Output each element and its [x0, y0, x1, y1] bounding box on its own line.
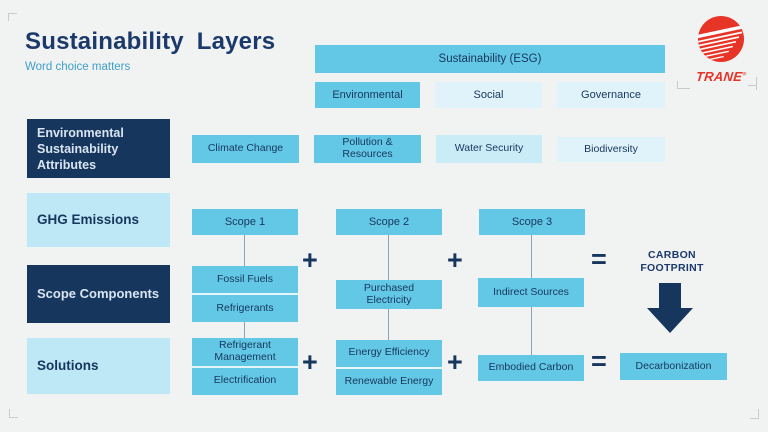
attribute-climate-change: Climate Change — [192, 135, 299, 163]
row-label-scope-components: Scope Components — [27, 265, 170, 323]
crop-mark — [9, 417, 18, 418]
attribute-biodiversity: Biodiversity — [557, 137, 665, 162]
decarbonization-box: Decarbonization — [620, 353, 727, 380]
scope-3-box: Scope 3 — [479, 209, 585, 235]
row-label-attributes: Environmental Sustainability Attributes — [27, 119, 170, 178]
trane-logo: TRANE® — [692, 15, 750, 86]
scope1-solutions-stack: Refrigerant Management Electrification — [192, 338, 298, 395]
brand-text: TRANE® — [695, 69, 747, 84]
equals-operator: = — [591, 346, 607, 376]
component-refrigerants: Refrigerants — [192, 293, 298, 322]
carbon-footprint-label: CARBON FOOTPRINT — [640, 249, 704, 275]
plus-operator: + — [302, 245, 318, 275]
scope-1-box: Scope 1 — [192, 209, 298, 235]
solution-renewable-energy: Renewable Energy — [336, 366, 442, 395]
crop-mark — [9, 409, 10, 418]
scope2-solutions-stack: Energy Efficiency Renewable Energy — [336, 340, 442, 395]
crop-mark — [8, 13, 9, 21]
crop-mark — [758, 409, 759, 419]
registered-mark: ® — [742, 71, 747, 78]
solution-refrigerant-management: Refrigerant Management — [192, 338, 298, 366]
esg-header: Sustainability (ESG) — [315, 45, 665, 73]
component-indirect-sources: Indirect Sources — [478, 278, 584, 307]
solution-electrification: Electrification — [192, 365, 298, 395]
plus-operator: + — [447, 347, 463, 377]
crop-mark — [677, 88, 690, 89]
connector-line — [244, 235, 245, 266]
page-title: Sustainability Layers — [25, 28, 276, 55]
connector-line — [388, 308, 389, 340]
connector-line — [388, 235, 389, 280]
crop-mark — [748, 85, 757, 86]
connector-line — [531, 307, 532, 355]
attribute-water-security: Water Security — [436, 135, 542, 163]
pillar-governance: Governance — [557, 82, 665, 108]
equals-operator: = — [591, 244, 607, 274]
plus-operator: + — [447, 245, 463, 275]
row-label-solutions: Solutions — [27, 338, 170, 394]
down-arrow-icon — [647, 283, 693, 338]
scope1-components-stack: Fossil Fuels Refrigerants — [192, 266, 298, 322]
crop-mark — [756, 77, 757, 90]
trane-logo-mark-icon — [693, 16, 748, 67]
solution-embodied-carbon: Embodied Carbon — [478, 355, 584, 381]
page-subtitle: Word choice matters — [25, 61, 131, 73]
crop-mark — [677, 81, 678, 89]
pillar-social: Social — [435, 82, 542, 108]
component-purchased-electricity: Purchased Electricity — [336, 280, 442, 309]
scope-2-box: Scope 2 — [336, 209, 442, 235]
crop-mark — [750, 418, 759, 419]
plus-operator: + — [302, 347, 318, 377]
connector-line — [531, 235, 532, 278]
crop-mark — [8, 13, 17, 14]
connector-line — [244, 322, 245, 338]
pillar-environmental: Environmental — [315, 82, 420, 108]
row-label-ghg-emissions: GHG Emissions — [27, 193, 170, 247]
component-fossil-fuels: Fossil Fuels — [192, 266, 298, 293]
attribute-pollution-resources: Pollution & Resources — [314, 135, 421, 163]
solution-energy-efficiency: Energy Efficiency — [336, 340, 442, 367]
